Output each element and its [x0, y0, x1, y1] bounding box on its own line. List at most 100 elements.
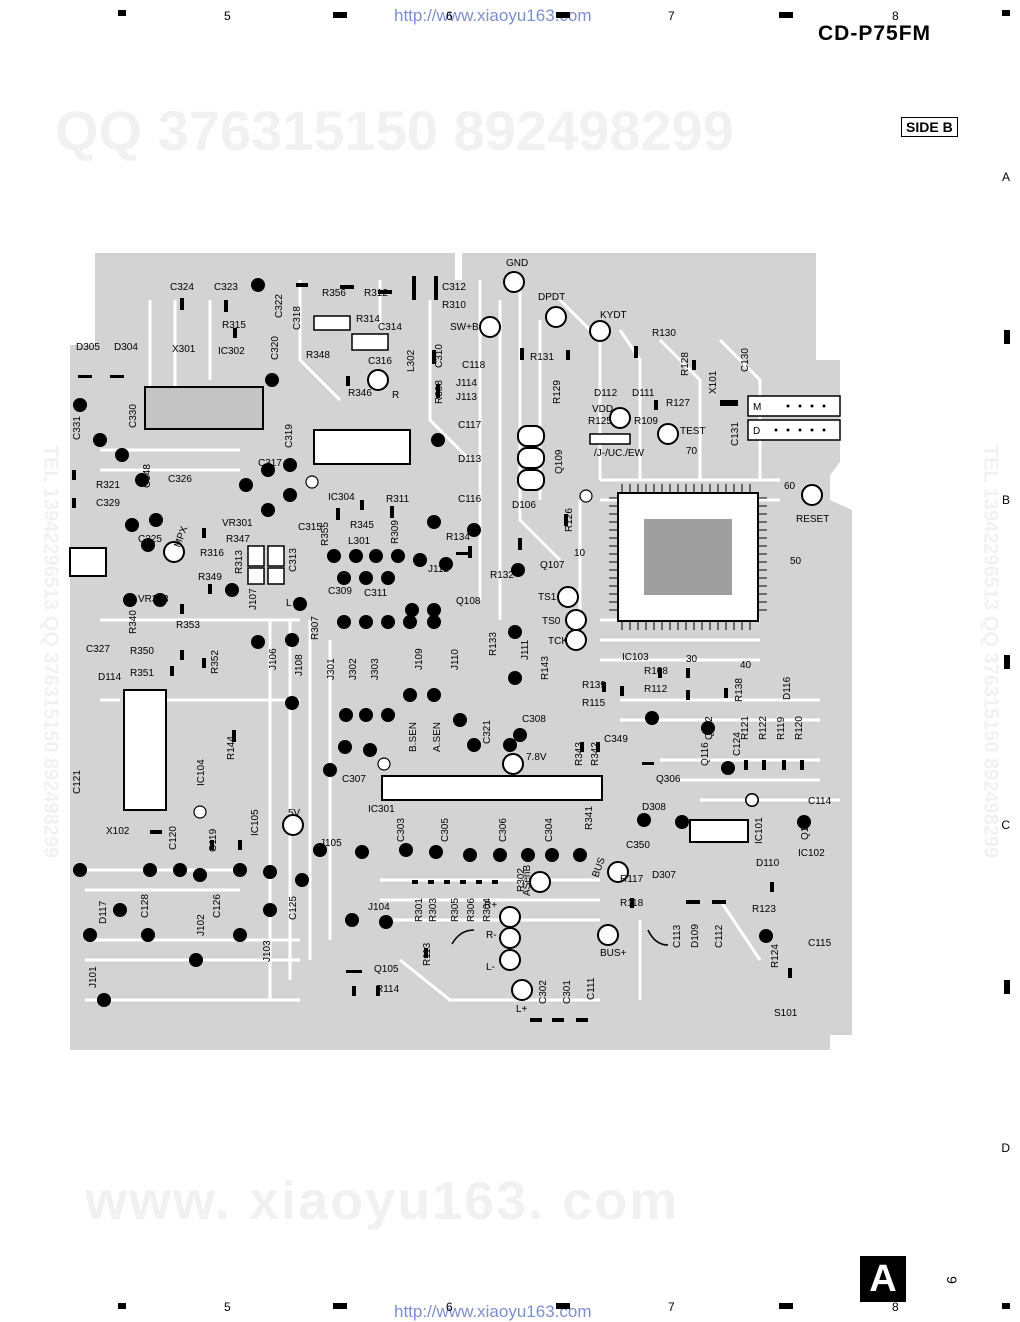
label-c112: C112 — [714, 924, 725, 948]
label-s101: S101 — [774, 1008, 798, 1019]
label-r143: R143 — [540, 656, 551, 680]
label-r113: R113 — [422, 942, 433, 966]
label-c115: C115 — [808, 938, 832, 949]
label-r123: R123 — [752, 904, 776, 915]
column-number-7-bottom: 7 — [668, 1300, 675, 1314]
label-j105: J105 — [320, 838, 342, 849]
label-j109: J109 — [414, 648, 425, 670]
label-c306: C306 — [498, 818, 509, 842]
label-d: D — [753, 426, 760, 437]
pcb-labels: GND DPDT KYDT SW+B VDD TEST RESET MPX TS… — [72, 258, 832, 1019]
label-j114: J114 — [456, 378, 477, 389]
label-c130: C130 — [740, 348, 751, 372]
label-vdd: VDD — [592, 404, 613, 415]
label-r351: R351 — [130, 668, 154, 679]
label-c125: C125 — [288, 896, 299, 920]
column-number-6: 6 — [446, 9, 453, 23]
label-c302: C302 — [538, 980, 549, 1004]
label-swb: SW+B — [450, 322, 479, 333]
grid-marker — [118, 10, 126, 16]
label-c327: C327 — [86, 644, 110, 655]
grid-marker — [1004, 980, 1010, 994]
grid-marker — [1004, 330, 1010, 344]
connector-left — [69, 547, 107, 577]
label-c307: C307 — [342, 774, 366, 785]
label-c305: C305 — [440, 818, 451, 842]
label-q105: Q105 — [374, 964, 399, 975]
label-d109: D109 — [690, 924, 701, 948]
label-c128: C128 — [140, 894, 151, 918]
column-number-5: 5 — [224, 9, 231, 23]
label-pin-50: 50 — [790, 556, 802, 567]
row-letter-c: C — [1001, 818, 1010, 832]
label-j113: J113 — [456, 392, 477, 403]
label-r108: R108 — [644, 666, 668, 677]
label-r127: R127 — [666, 398, 690, 409]
label-d308: D308 — [642, 802, 666, 813]
label-j112: J112 — [428, 564, 449, 575]
label-r352: R352 — [210, 650, 221, 674]
label-c121: C121 — [72, 770, 83, 794]
source-url-bottom: http://www.xiaoyu163.com — [394, 1302, 592, 1321]
label-r312: R312 — [364, 288, 388, 299]
label-pin-30: 30 — [686, 654, 698, 665]
label-r133: R133 — [488, 632, 499, 656]
label-tck: TCK — [548, 636, 568, 647]
label-ic105: IC105 — [250, 809, 261, 836]
label-c118: C118 — [462, 360, 486, 371]
column-number-5-bottom: 5 — [224, 1300, 231, 1314]
label-r346: R346 — [348, 388, 372, 399]
label-q109: Q109 — [554, 449, 565, 474]
label-pin-40: 40 — [740, 660, 752, 671]
label-r306: R306 — [466, 898, 477, 922]
label-r121: R121 — [740, 716, 751, 740]
label-c325: C325 — [138, 534, 162, 545]
pcb-board — [70, 253, 852, 1050]
label-j110: J110 — [450, 649, 461, 670]
ic304-package — [313, 429, 411, 465]
label-j302: J302 — [348, 658, 359, 680]
label-c329: C329 — [96, 498, 120, 509]
direction-arrow — [451, 929, 475, 945]
grid-marker — [1002, 10, 1010, 16]
column-number-6-bottom: 6 — [446, 1300, 453, 1314]
label-r125: R125 — [588, 416, 612, 427]
label-reset: RESET — [796, 514, 829, 525]
label-c304: C304 — [544, 818, 555, 842]
label-r129: R129 — [552, 380, 563, 404]
watermark-site: www. xiaoyu163. com — [85, 1171, 680, 1231]
label-r144: R144 — [226, 736, 237, 760]
label-d117: D117 — [98, 900, 109, 924]
label-r345: R345 — [350, 520, 374, 531]
label-c313: C313 — [288, 548, 299, 572]
label-c124: C124 — [732, 732, 743, 756]
label-c114: C114 — [808, 796, 832, 807]
label-c113: C113 — [672, 924, 683, 948]
label-r112: R112 — [644, 684, 668, 695]
label-r316: R316 — [200, 548, 224, 559]
label-c331: C331 — [72, 416, 83, 440]
label-r138: R138 — [734, 678, 745, 702]
label-c330: C330 — [128, 404, 139, 428]
grid-marker — [333, 12, 347, 18]
ic101-package — [689, 819, 749, 843]
label-l302: L302 — [406, 349, 417, 372]
direction-arrow — [647, 929, 669, 946]
label-test: TEST — [680, 426, 706, 437]
label-ts1: TS1 — [538, 592, 557, 603]
grid-marker — [1004, 655, 1010, 669]
label-d113: D113 — [458, 454, 482, 465]
label-j106: J106 — [268, 648, 279, 670]
label-r314: R314 — [356, 314, 380, 325]
label-r305: R305 — [450, 898, 461, 922]
label-r307: R307 — [310, 616, 321, 640]
ic103-qfp — [609, 484, 767, 630]
label-q306: Q306 — [656, 774, 681, 785]
label-x101: X101 — [708, 370, 719, 394]
label-j104: J104 — [368, 902, 390, 913]
label-r122: R122 — [758, 716, 769, 740]
component-pads — [73, 278, 811, 1007]
label-c126: C126 — [212, 894, 223, 918]
row-letter-b: B — [1001, 493, 1010, 507]
grid-marker — [1002, 1303, 1010, 1309]
